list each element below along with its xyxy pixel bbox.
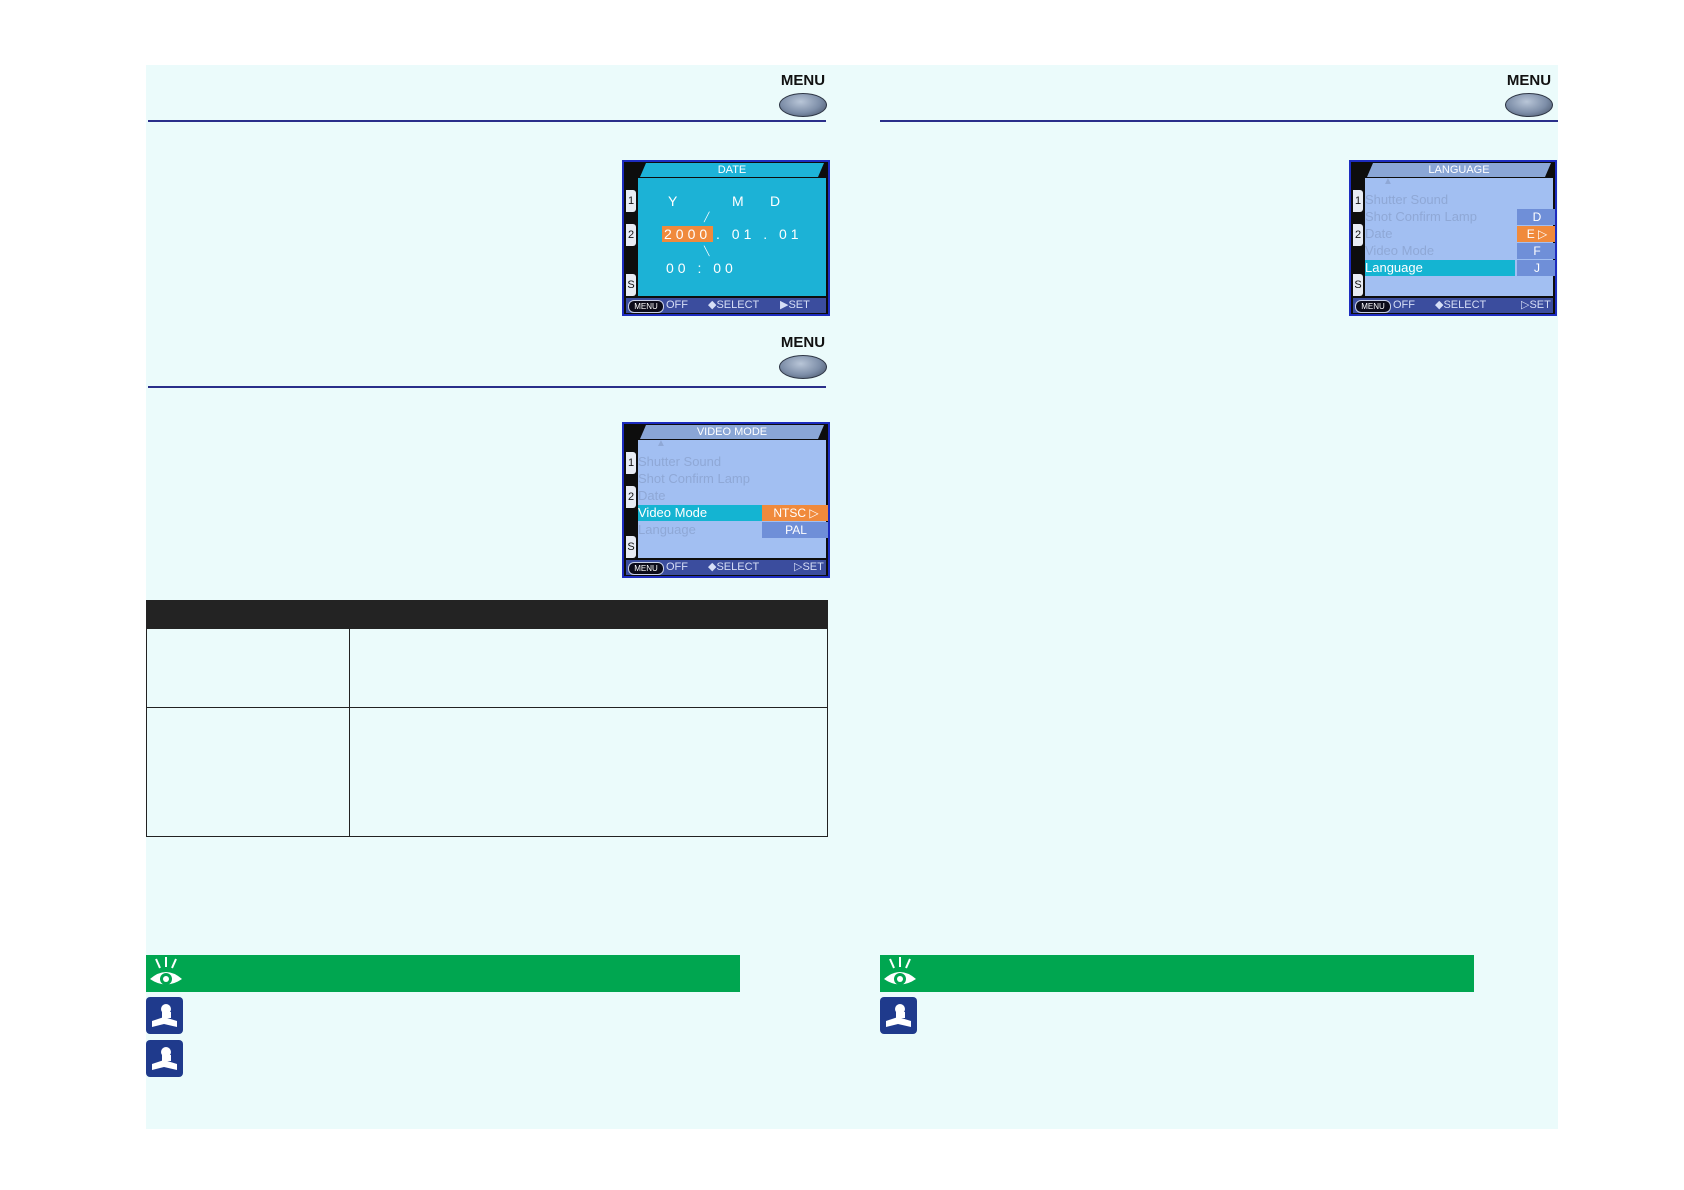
option: D xyxy=(1517,209,1555,225)
menu-oval-icon xyxy=(1505,93,1553,117)
tab-s: S xyxy=(1353,274,1363,296)
menu-item: Shot Confirm Lamp xyxy=(1365,209,1477,224)
lcd-title: DATE xyxy=(640,163,824,177)
menu-button-icon: MENU xyxy=(777,335,829,379)
tab-2: 2 xyxy=(1353,224,1363,246)
tip-bar xyxy=(880,955,1474,992)
menu-item-selected: Video Mode xyxy=(638,505,762,521)
time-value: 00 : 00 xyxy=(666,260,737,276)
menu-badge: MENU xyxy=(628,300,664,313)
menu-button-icon: MENU xyxy=(1503,73,1555,117)
tab-1: 1 xyxy=(626,452,636,474)
lcd-tabs: 1 2 S xyxy=(626,440,637,558)
lcd-title: VIDEO MODE xyxy=(640,425,824,439)
table-header-row xyxy=(146,600,828,629)
menu-item: Shutter Sound xyxy=(638,454,722,469)
year-value: 2000 xyxy=(662,226,714,242)
menu-badge: MENU xyxy=(1355,300,1391,313)
menu-item: Language xyxy=(638,522,696,537)
lcd-footer: MENU OFF ◆SELECT ▶SET xyxy=(626,298,826,313)
day-label: D xyxy=(770,193,781,209)
book-reference-icon xyxy=(146,997,183,1034)
year-label: Y xyxy=(668,193,678,209)
book-reference-icon xyxy=(146,1040,183,1077)
tab-2: 2 xyxy=(626,224,636,246)
table-header-cell xyxy=(349,600,828,629)
tab-s: S xyxy=(626,536,636,558)
down-arrow-icon: ╲ xyxy=(704,246,710,256)
menu-item-selected: Language xyxy=(1365,260,1515,276)
menu-oval-icon xyxy=(779,93,827,117)
menu-button-icon: MENU xyxy=(777,73,829,117)
option-selected: E ▷ xyxy=(1517,226,1555,242)
lcd-tabs: 1 2 S xyxy=(1353,178,1364,296)
option: J xyxy=(1517,260,1555,276)
language-screen: LANGUAGE 1 2 S ▲ Shutter Sound Shot Conf… xyxy=(1349,160,1557,316)
book-reference-icon xyxy=(880,997,917,1034)
menu-item: Date xyxy=(638,488,666,503)
footer-select: ◆SELECT xyxy=(708,299,760,311)
lcd-body: ▲ Shutter Sound Shot Confirm Lamp Date V… xyxy=(638,438,828,558)
tab-2: 2 xyxy=(626,486,636,508)
lcd-footer: MENU OFF ◆SELECT ▷SET xyxy=(1353,298,1553,313)
options-table xyxy=(146,600,828,837)
lcd-title: LANGUAGE xyxy=(1367,163,1551,177)
eye-icon xyxy=(150,957,182,985)
footer-off: OFF xyxy=(666,561,688,573)
table-cell xyxy=(349,628,828,708)
footer-select: ◆SELECT xyxy=(708,561,760,573)
menu-item: Shot Confirm Lamp xyxy=(638,471,750,486)
menu-item: Date xyxy=(1365,226,1393,241)
footer-off: OFF xyxy=(666,299,688,311)
tip-bar xyxy=(146,955,740,992)
tab-s: S xyxy=(626,274,636,296)
menu-badge: MENU xyxy=(628,562,664,575)
footer-select: ◆SELECT xyxy=(1435,299,1487,311)
option: PAL xyxy=(762,522,828,538)
menu-label: MENU xyxy=(780,72,826,89)
tab-1: 1 xyxy=(1353,190,1363,212)
month-label: M xyxy=(732,193,744,209)
lcd-body: ▲ Shutter Sound Shot Confirm Lamp Date V… xyxy=(1365,176,1555,296)
section-rule xyxy=(148,120,826,122)
up-arrow-icon: ╱ xyxy=(704,212,710,222)
scroll-up-icon: ▲ xyxy=(1383,176,1393,187)
section-rule xyxy=(880,120,1558,122)
menu-label: MENU xyxy=(1506,72,1552,89)
footer-set: ▷SET xyxy=(1521,299,1551,311)
option: F xyxy=(1517,243,1555,259)
table-cell xyxy=(146,628,350,708)
table-cell xyxy=(146,707,350,837)
table-row xyxy=(146,628,828,708)
footer-off: OFF xyxy=(1393,299,1415,311)
lcd-footer: MENU OFF ◆SELECT ▷SET xyxy=(626,560,826,575)
menu-item: Video Mode xyxy=(1365,243,1435,258)
tab-1: 1 xyxy=(626,190,636,212)
month-day-value: . 01 . 01 xyxy=(716,226,803,242)
lcd-body: Y M D ╱ 2000 . 01 . 01 ╲ 00 : 00 xyxy=(638,178,826,296)
footer-set: ▷SET xyxy=(794,561,824,573)
table-cell xyxy=(349,707,828,837)
eye-icon xyxy=(884,957,916,985)
scroll-up-icon: ▲ xyxy=(656,438,666,449)
menu-item: Shutter Sound xyxy=(1365,192,1449,207)
menu-label: MENU xyxy=(780,334,826,351)
lcd-tabs: 1 2 S xyxy=(626,178,637,296)
date-screen: DATE 1 2 S Y M D ╱ 2000 . 01 . 01 ╲ 00 :… xyxy=(622,160,830,316)
option-selected: NTSC ▷ xyxy=(762,505,828,521)
section-rule xyxy=(148,386,826,388)
table-row xyxy=(146,707,828,837)
video-mode-screen: VIDEO MODE 1 2 S ▲ Shutter Sound Shot Co… xyxy=(622,422,830,578)
table-header-cell xyxy=(146,600,350,629)
footer-set: ▶SET xyxy=(780,299,810,311)
menu-oval-icon xyxy=(779,355,827,379)
